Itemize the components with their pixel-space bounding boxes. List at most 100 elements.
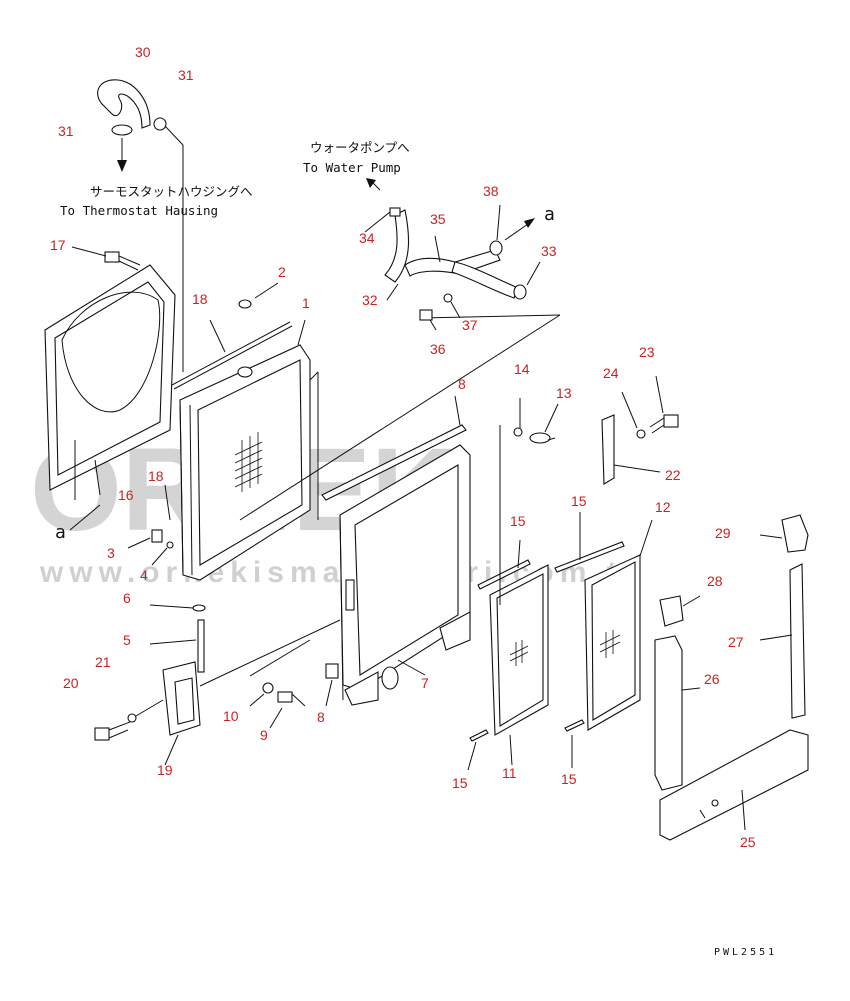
part-number-labels: 30 31 31 17 2 18 1 18 16 3 4 6 5 21 20 1…	[50, 44, 756, 850]
caption-pump-en: To Water Pump	[303, 160, 401, 175]
fitting-34	[389, 207, 401, 217]
part-label-36: 36	[430, 341, 446, 357]
rod-8-lower	[325, 663, 339, 707]
radiator-core-grid	[234, 432, 263, 492]
reference-mark-a-left: a	[55, 522, 66, 543]
strip-15-a	[477, 559, 531, 590]
part-label-4: 4	[140, 567, 148, 583]
washer-14	[513, 427, 523, 437]
part-label-11: 11	[502, 765, 517, 781]
part-label-15-lower-right: 15	[561, 771, 577, 787]
small-fasteners	[127, 484, 206, 673]
seal-27	[759, 563, 806, 719]
caption-thermostat-en: To Thermostat Hausing	[60, 203, 218, 218]
part-label-8-lower: 8	[317, 709, 325, 725]
bolt-9	[277, 691, 293, 703]
clamp-22	[601, 414, 661, 485]
fan-shroud	[44, 264, 176, 500]
part-label-9: 9	[260, 727, 268, 743]
part-label-18-lower: 18	[148, 468, 164, 484]
part-label-33: 33	[541, 243, 557, 259]
part-label-35: 35	[430, 211, 446, 227]
bracket-19	[94, 661, 201, 766]
drawing-code: PWL2551	[714, 947, 777, 958]
part-label-26: 26	[704, 671, 720, 687]
rod-8-upper	[321, 395, 467, 501]
bolt-9-washer-10	[249, 682, 306, 729]
part-label-13: 13	[556, 385, 572, 401]
part-label-16: 16	[118, 487, 134, 503]
bolt-17	[71, 246, 141, 271]
hose-33	[451, 261, 519, 299]
part-label-18-top: 18	[192, 291, 208, 307]
strip-15-b	[554, 541, 625, 573]
part-label-25: 25	[740, 834, 756, 850]
shroud-inner	[54, 281, 165, 476]
upper-hose	[97, 79, 151, 129]
part-label-38: 38	[483, 183, 499, 199]
oil-cooler-assembly	[339, 444, 471, 706]
reference-mark-a-top: a	[544, 204, 555, 225]
hose-clamp-right	[153, 117, 167, 131]
seal-28	[659, 595, 701, 627]
grommet-3	[151, 529, 163, 543]
part-label-2: 2	[278, 264, 286, 280]
part-label-14: 14	[514, 361, 530, 377]
screen-panel-11	[467, 425, 549, 771]
watermark-url: www.ornekismakinalari.com.tr	[39, 556, 640, 589]
nut-6	[192, 604, 206, 612]
part-label-6: 6	[123, 590, 131, 606]
cooler-foot-left	[344, 671, 379, 706]
washer-10	[262, 682, 274, 694]
hose-clamp-left	[111, 124, 133, 136]
pipe-32	[384, 209, 410, 283]
cap-2	[238, 282, 279, 309]
part-label-32: 32	[362, 292, 378, 308]
part-label-30: 30	[135, 44, 151, 60]
rod-5	[197, 619, 205, 673]
part-label-20: 20	[63, 675, 79, 691]
strip-15-c	[469, 729, 489, 742]
part-label-12: 12	[655, 499, 671, 515]
pin-4	[166, 541, 174, 549]
screen-panel-12	[554, 512, 653, 768]
part-label-19: 19	[157, 762, 173, 778]
part-label-31-upper: 31	[178, 67, 194, 83]
part-label-7: 7	[421, 675, 429, 691]
part-label-15-upper-left: 15	[510, 513, 526, 529]
part-label-28: 28	[707, 573, 723, 589]
water-pump-pipe-assembly	[364, 178, 541, 331]
part-label-24: 24	[603, 365, 619, 381]
caption-thermostat-jp: サーモスタットハウジングへ	[90, 184, 253, 199]
caption-pump-jp: ウォータポンプへ	[310, 140, 410, 155]
washer-37	[443, 293, 453, 303]
part-label-1: 1	[302, 295, 310, 311]
bolt-23	[663, 414, 679, 428]
cooler-core	[354, 464, 459, 676]
part-label-17: 17	[50, 237, 66, 253]
part-label-34: 34	[359, 230, 375, 246]
part-label-8-upper: 8	[458, 376, 466, 392]
part-label-29: 29	[715, 525, 731, 541]
part-label-21: 21	[95, 654, 111, 670]
part-label-37: 37	[462, 317, 478, 333]
seal-25	[659, 729, 809, 841]
upper-hose-assembly	[97, 79, 184, 372]
part-label-15-lower-left: 15	[452, 775, 468, 791]
cooler-foot-right	[439, 611, 471, 651]
rod-18	[171, 319, 293, 390]
part-label-22: 22	[665, 467, 681, 483]
bolt-20	[94, 727, 110, 741]
part-label-3: 3	[107, 545, 115, 561]
radiator-assembly	[179, 319, 319, 581]
wing-bolt-13	[513, 398, 559, 444]
seal-29	[759, 514, 809, 553]
part-label-27: 27	[728, 634, 744, 650]
part-label-5: 5	[123, 632, 131, 648]
washer-24	[636, 429, 646, 439]
strip-15-d	[564, 719, 585, 732]
part-label-23: 23	[639, 344, 655, 360]
bolt-36	[419, 309, 433, 321]
